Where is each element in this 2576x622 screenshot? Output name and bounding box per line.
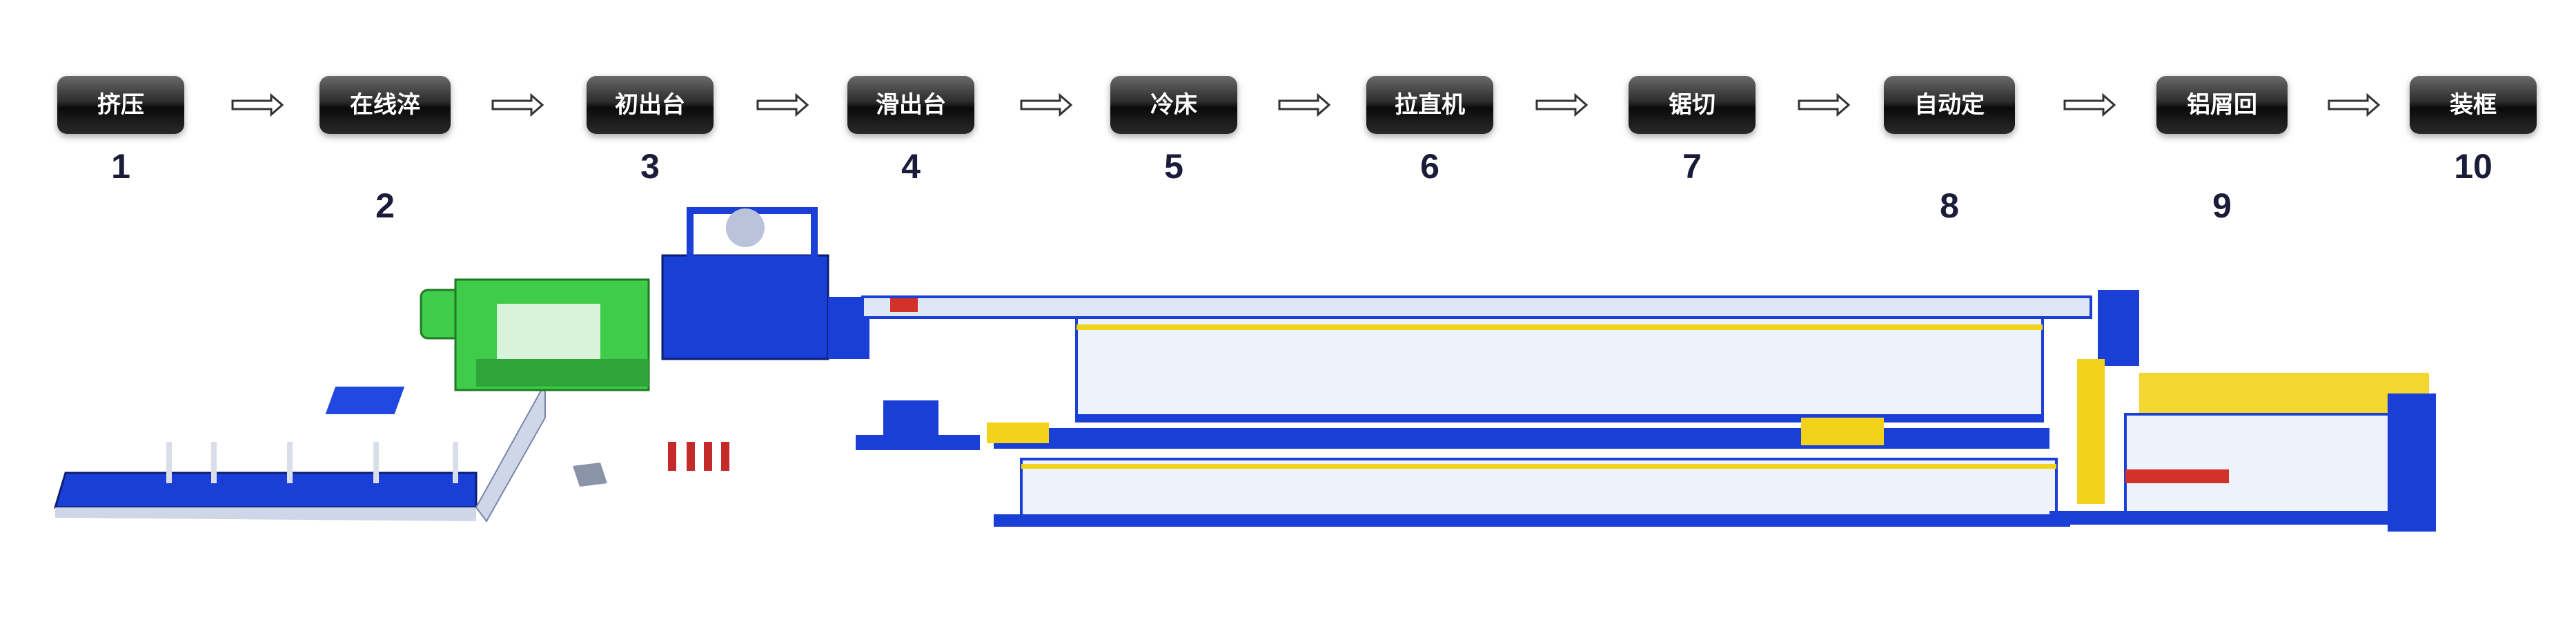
arrow-right-icon [1535, 93, 1588, 117]
die-parts [573, 442, 729, 487]
step-label: 拉直机 [1366, 76, 1493, 134]
run-out-conveyor [861, 295, 2092, 319]
step-chip-recovery: 铝屑回收 9 [2156, 76, 2288, 226]
step-slide-out-table: 滑出台 4 [845, 76, 976, 186]
step-label: 滑出台 [847, 76, 974, 134]
step-online-quench: 在线淬火 2 [319, 76, 451, 226]
step-label: 初出台 [587, 76, 714, 134]
arrow-right-icon [1020, 93, 1072, 117]
step-cooling-bed: 冷床 5 [1108, 76, 1239, 186]
step-number: 5 [1164, 147, 1183, 186]
step-number: 3 [640, 147, 660, 186]
step-number: 1 [111, 147, 130, 186]
step-label: 铝屑回收 [2156, 76, 2288, 177]
arrow-right-icon [1798, 93, 1850, 117]
saw-table [994, 458, 2070, 527]
stretcher [856, 400, 1884, 450]
step-saw: 锯切 7 [1626, 76, 1758, 186]
cooling-bed [994, 316, 2049, 449]
step-label: 自动定尺 [1884, 76, 2015, 177]
arrow-right-icon [2063, 93, 2116, 117]
process-flow: 挤压 1 在线淬火 2 初出台 3 滑出台 4 冷床 5 拉直机 6 锯切 7 … [0, 0, 2576, 225]
step-stretcher: 拉直机 6 [1364, 76, 1495, 186]
arrow-right-icon [491, 93, 544, 117]
step-number: 8 [1940, 186, 1959, 225]
step-label: 挤压 [57, 76, 184, 134]
arrow-right-icon [1278, 93, 1330, 117]
step-number: 6 [1420, 147, 1439, 186]
extrusion-line-illustration [53, 207, 2436, 532]
gauge-basket-unit [2049, 290, 2436, 532]
step-label: 在线淬火 [319, 76, 451, 177]
step-basket-loading: 装框 10 [2408, 76, 2539, 186]
step-run-out-table: 初出台 3 [584, 76, 716, 186]
extrusion-press [420, 278, 650, 391]
step-number: 2 [375, 186, 395, 225]
step-label: 装框 [2410, 76, 2537, 134]
quench-unit [661, 207, 869, 360]
step-extrusion: 挤压 1 [55, 76, 186, 186]
billet-loading-table [53, 380, 546, 523]
step-auto-gauge: 自动定尺 8 [1884, 76, 2015, 226]
step-label: 锯切 [1629, 76, 1756, 134]
arrow-right-icon [756, 93, 809, 117]
step-number: 10 [2454, 147, 2493, 186]
step-number: 9 [2212, 186, 2232, 225]
step-number: 7 [1682, 147, 1702, 186]
step-number: 4 [901, 147, 921, 186]
arrow-right-icon [2328, 93, 2380, 117]
step-label: 冷床 [1110, 76, 1237, 134]
arrow-right-icon [231, 93, 284, 117]
